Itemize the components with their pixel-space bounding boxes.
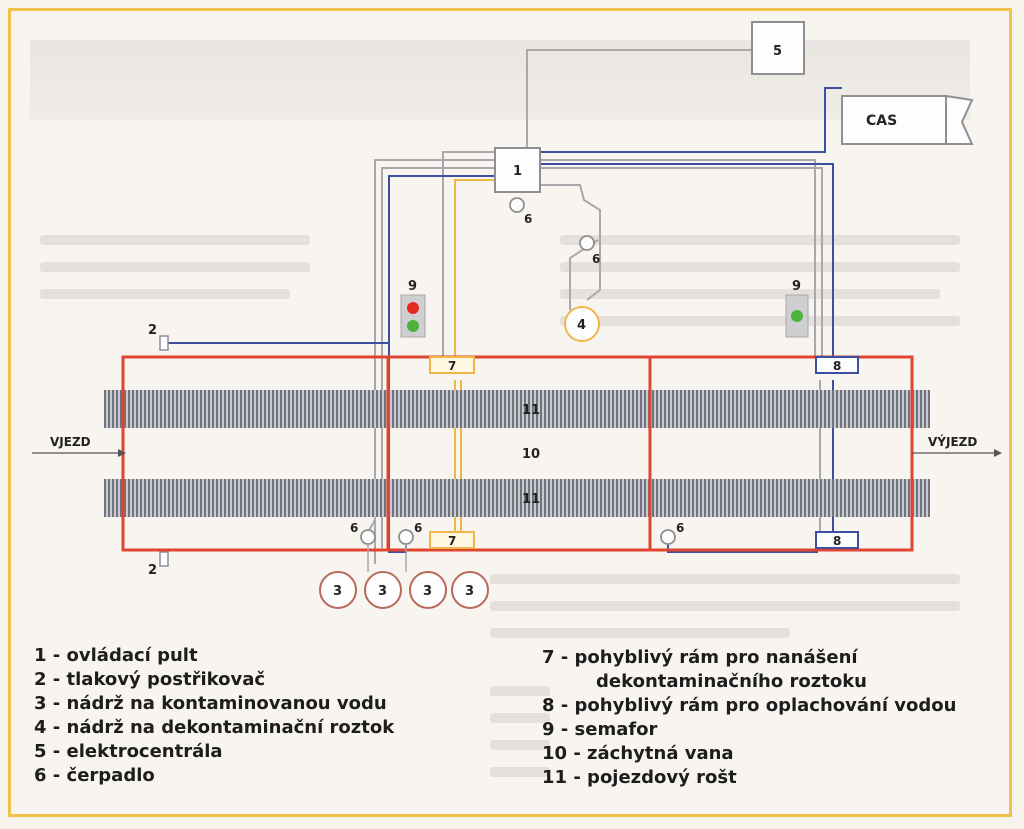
application-frame-label: 7 [448, 359, 456, 373]
legend-item: 4 - nádrž na dekontaminační roztok [34, 717, 395, 738]
semaphore-right [785, 294, 809, 338]
legend-item: 10 - záchytná vana [542, 743, 734, 764]
legend-item: 6 - čerpadlo [34, 765, 155, 786]
control-panel-label: 1 [513, 164, 522, 179]
legend-item: 1 - ovládací pult [34, 645, 198, 666]
catch-tank-frame [121, 355, 914, 552]
rinse-frame-bottom [815, 531, 859, 549]
pump-label: 6 [350, 521, 358, 535]
legend-item: 8 - pohyblivý rám pro oplachování vodou [542, 695, 957, 716]
pump-label: 6 [676, 521, 684, 535]
cas-label: CAS [866, 113, 897, 129]
pump-label: 6 [414, 521, 422, 535]
decontamination-tank [564, 306, 600, 342]
pump-label: 6 [592, 252, 600, 266]
legend-item: 3 - nádrž na kontaminovanou vodu [34, 693, 387, 714]
pump-icons [360, 197, 676, 545]
grate-label: 11 [522, 492, 540, 507]
exit-label: VÝJEZD [928, 434, 977, 449]
legend-item: 5 - elektrocentrála [34, 741, 223, 762]
pressure-sprayer-label: 2 [148, 563, 157, 578]
legend-item-continuation: dekontaminačního roztoku [596, 671, 867, 692]
rinse-frame-top [815, 356, 859, 374]
grate-label: 11 [522, 403, 540, 418]
rinse-frame-label: 8 [833, 534, 841, 548]
generator-label: 5 [773, 44, 782, 59]
rinse-frame-label: 8 [833, 359, 841, 373]
legend-right: 7 - pohyblivý rám pro nanášení dekontami… [542, 646, 956, 790]
legend-item: 7 - pohyblivý rám pro nanášení [542, 647, 858, 668]
legend-item: 11 - pojezdový rošt [542, 767, 737, 788]
application-frame-top [429, 356, 475, 374]
pressure-sprayer [159, 335, 169, 351]
exit-arrow [912, 449, 1002, 457]
tank-label: 3 [333, 584, 342, 599]
generator-box [751, 21, 805, 75]
drive-grate-lower [104, 479, 930, 517]
legend-left: 1 - ovládací pult 2 - tlakový postřikova… [34, 644, 394, 788]
cas-vehicle: CAS [841, 94, 974, 145]
application-frame-label: 7 [448, 534, 456, 548]
application-frame-bottom [429, 531, 475, 549]
entry-label: VJEZD [50, 435, 91, 449]
contaminated-water-tanks [319, 571, 489, 609]
decontamination-tank-label: 4 [577, 318, 586, 333]
pump-label: 6 [524, 212, 532, 226]
catch-tank-label: 10 [522, 447, 540, 462]
semaphore-left [400, 294, 426, 338]
semaphore-label: 9 [408, 279, 417, 294]
pressure-sprayer [159, 551, 169, 567]
tank-label: 3 [465, 584, 474, 599]
legend-item: 2 - tlakový postřikovač [34, 669, 266, 690]
drive-grate-upper [104, 390, 930, 428]
tank-label: 3 [423, 584, 432, 599]
pressure-sprayer-label: 2 [148, 323, 157, 338]
semaphore-label: 9 [792, 279, 801, 294]
entry-arrow [32, 449, 126, 457]
control-panel-box [494, 147, 541, 193]
tank-label: 3 [378, 584, 387, 599]
legend-item: 9 - semafor [542, 719, 658, 740]
